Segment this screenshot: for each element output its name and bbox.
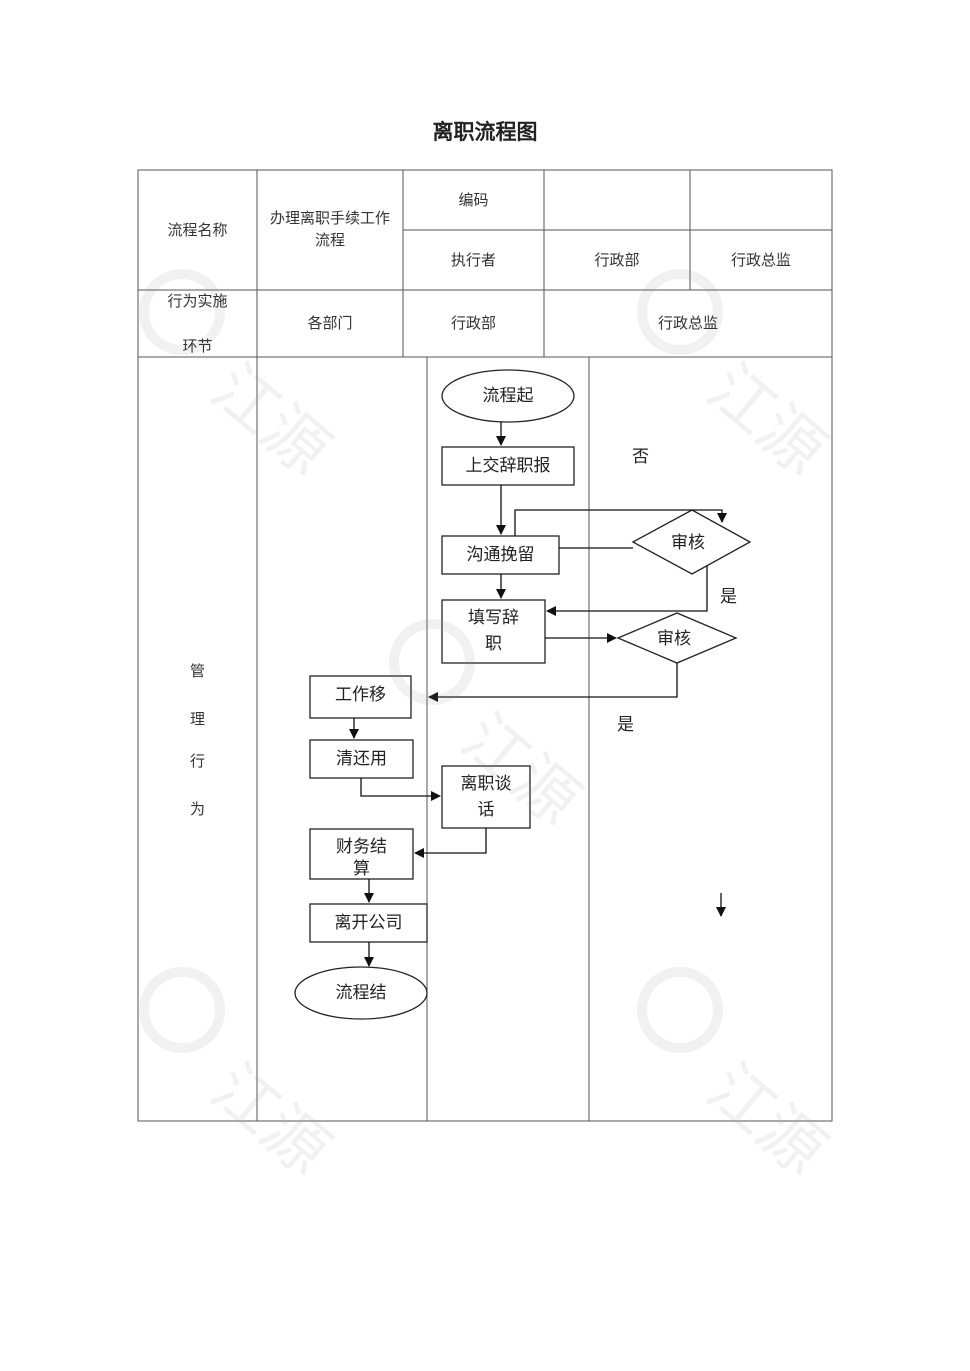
edge-return-interview xyxy=(360,778,441,801)
settle-text-line2: 算 xyxy=(353,859,370,878)
end-terminal xyxy=(294,966,428,1020)
edge-review1-fill xyxy=(546,565,708,616)
watermark-icons xyxy=(139,269,723,1053)
fill-text-line1: 填写辞 xyxy=(468,608,519,628)
executor-role: 行政总监 xyxy=(730,251,791,269)
review-decision-1 xyxy=(631,509,752,575)
work-handover-box xyxy=(309,675,412,719)
side-label-char: 为 xyxy=(190,800,206,818)
process-name-value: 办理离职手续工作流程 xyxy=(269,209,390,249)
executor-label: 执行者 xyxy=(450,251,496,269)
side-label-char: 理 xyxy=(190,710,206,728)
review1-text: 审核 xyxy=(671,533,705,553)
edge-loop-no xyxy=(514,509,727,536)
submit-text: 上交辞职报 xyxy=(465,456,551,476)
edge-label-yes: 是 xyxy=(720,587,737,607)
lane-all-depts: 各部门 xyxy=(307,314,353,332)
review2-text: 审核 xyxy=(657,629,691,649)
start-text: 流程起 xyxy=(482,386,534,406)
stage-label-line1: 行为实施 xyxy=(167,292,228,310)
submit-resignation-box xyxy=(441,446,575,486)
interview-text-line1: 离职谈 xyxy=(460,774,512,794)
communicate-text: 沟通挽留 xyxy=(466,545,535,565)
review-decision-2 xyxy=(616,612,738,664)
page-title: 离职流程图 xyxy=(432,120,538,144)
edge-label-yes: 是 xyxy=(617,715,634,735)
end-text: 流程结 xyxy=(335,983,387,1003)
edge-review2-handover xyxy=(428,663,678,702)
edge-interview-settle xyxy=(414,828,487,858)
leave-company-box xyxy=(309,903,428,943)
settle-text-line1: 财务结 xyxy=(336,837,387,857)
fill-text-line2: 职 xyxy=(485,634,502,654)
fill-resignation-box xyxy=(441,599,546,664)
return-items-box xyxy=(309,739,414,779)
side-label-char: 管 xyxy=(190,662,206,680)
lane-admin: 行政部 xyxy=(450,314,496,332)
side-label-char: 行 xyxy=(190,752,206,770)
code-label: 编码 xyxy=(458,191,489,209)
stage-label-line2: 环节 xyxy=(182,337,213,355)
table-grid xyxy=(137,169,833,1122)
table-border xyxy=(137,169,833,1122)
start-terminal xyxy=(441,369,575,423)
executor-dept: 行政部 xyxy=(594,251,640,269)
leave-text: 离开公司 xyxy=(334,913,403,933)
lane-director: 行政总监 xyxy=(657,314,718,332)
return-text: 清还用 xyxy=(336,749,387,769)
interview-text-line2: 话 xyxy=(477,800,495,820)
process-name-label: 流程名称 xyxy=(167,221,228,239)
edge-label-no: 否 xyxy=(632,447,649,467)
handover-text: 工作移 xyxy=(335,685,386,705)
financial-settlement-box xyxy=(309,828,414,880)
